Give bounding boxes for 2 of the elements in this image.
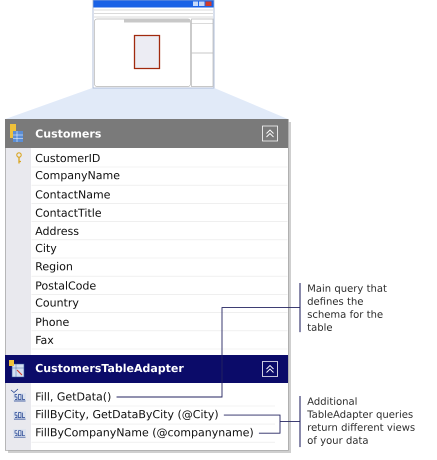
callout-text: Additional TableAdapter queries return different views of your data (299, 396, 415, 448)
callout-text: Main query that defines the schema for the table (299, 283, 387, 332)
